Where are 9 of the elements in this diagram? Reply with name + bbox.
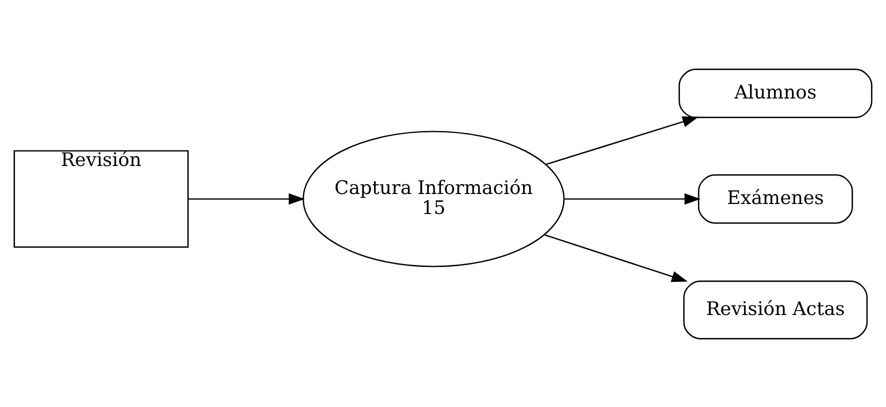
node-box: Alumnos [678,68,872,118]
node-ellipse: Captura Información 15 [302,130,565,267]
arrow [546,116,699,165]
node-box: Exámenes [698,174,853,224]
node-box: Revisión [14,150,189,248]
arrow [544,234,688,282]
node-box: Revisión Actas [683,280,868,339]
arrow [188,192,305,204]
arrow [564,192,701,204]
